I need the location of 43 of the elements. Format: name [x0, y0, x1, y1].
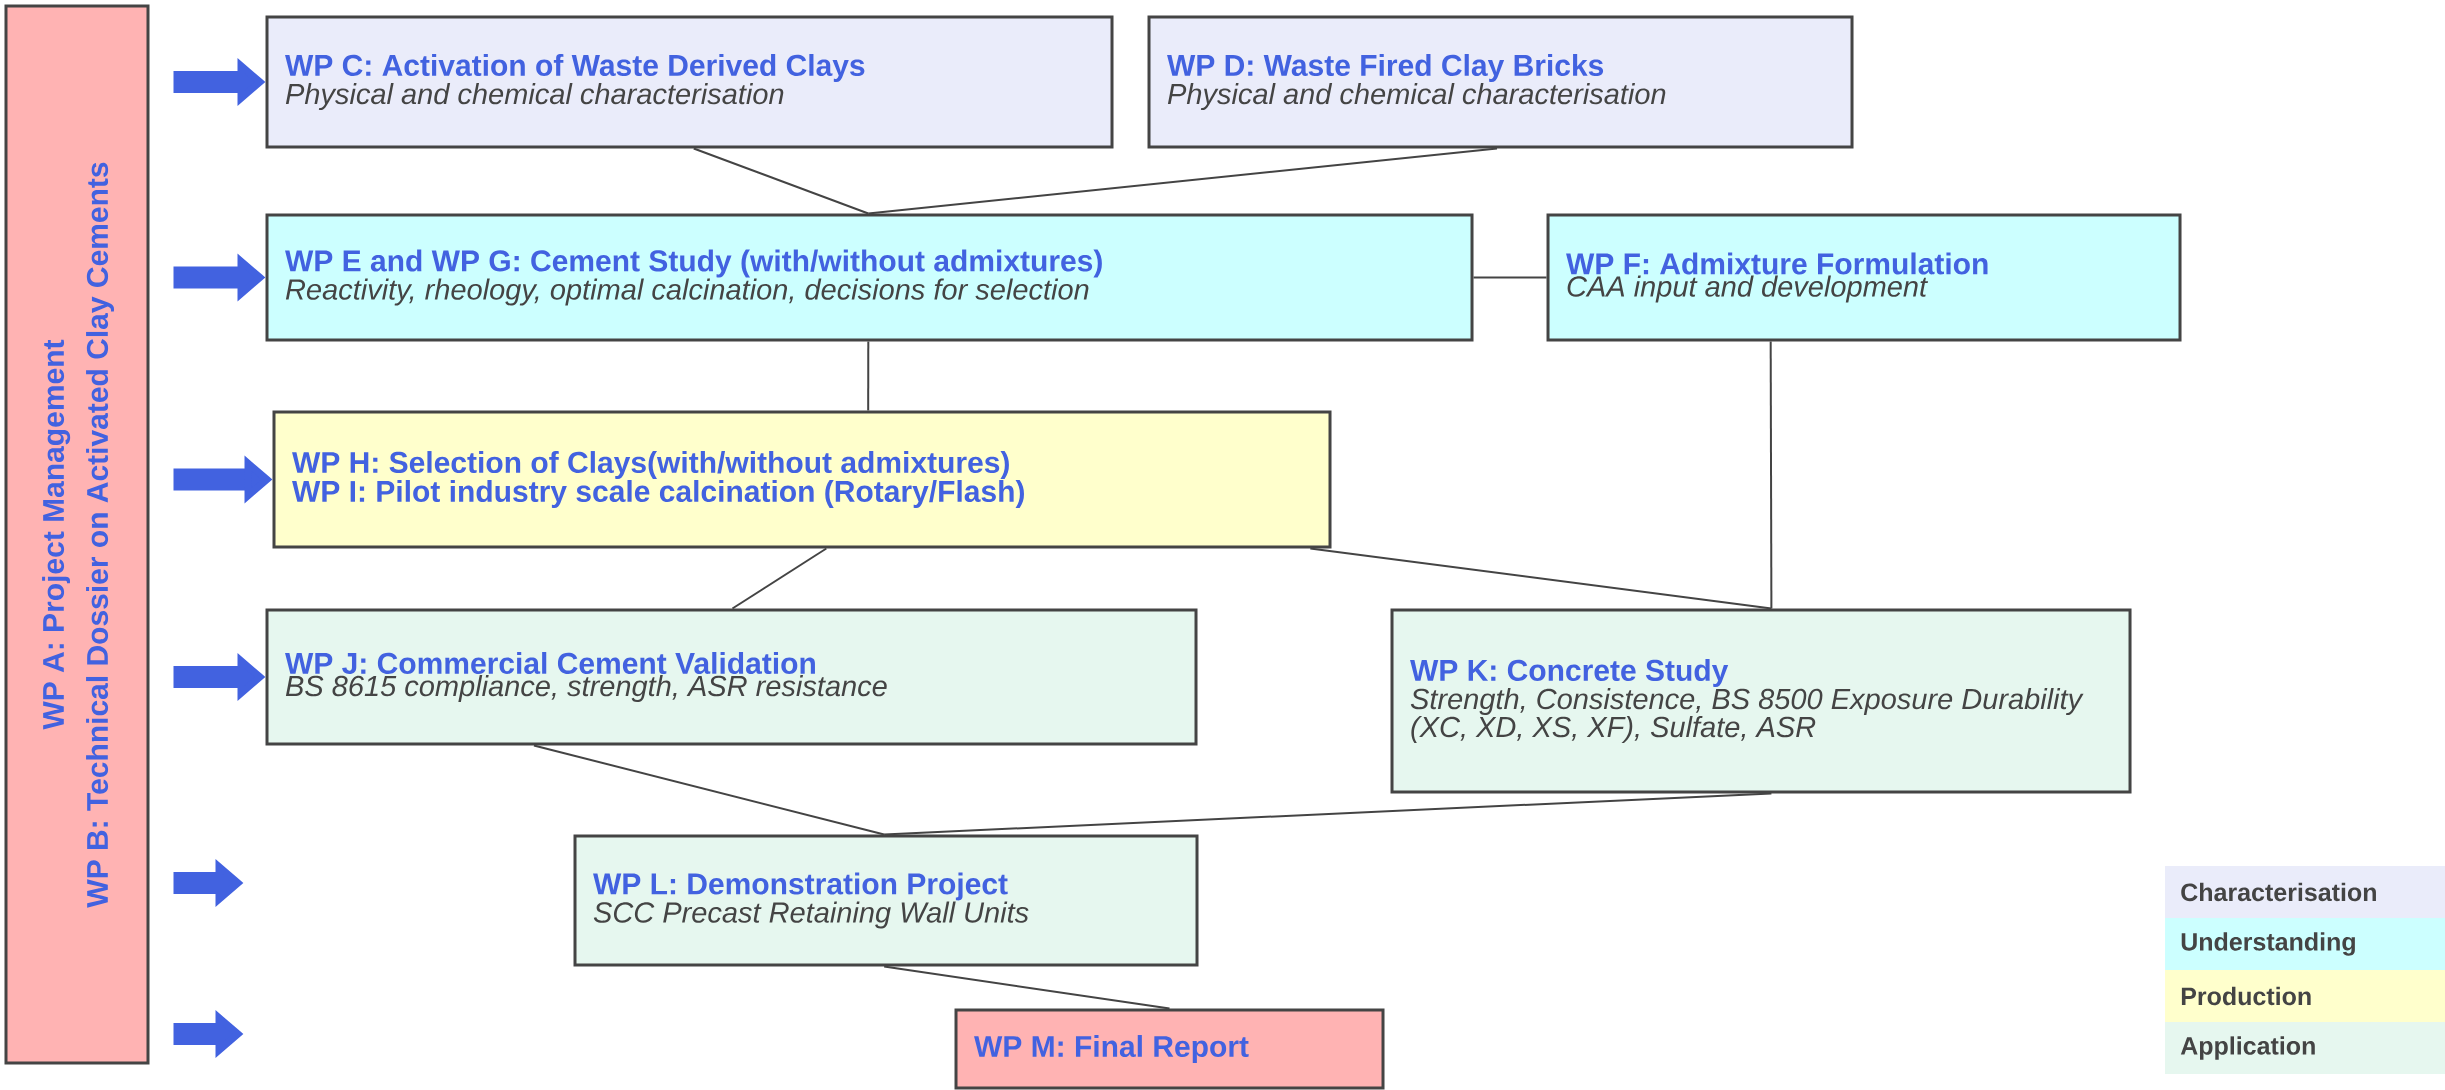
heading-text: WP D: Waste Fired Clay Bricks: [1167, 54, 1604, 82]
connector-line: [867, 340, 870, 412]
connector-line: [692, 147, 870, 215]
description-text: Strength, Consistence, BS 8500 Exposure Durability (XC, XD, XS, XF), Sulfate, ASR: [1410, 687, 2084, 743]
description-text: SCC Precast Retaining Wall Units: [593, 901, 1029, 929]
heading-text: WP E and WP G: Cement Study (with/without admixtures): [285, 249, 1102, 278]
legend-item: Understanding: [2165, 918, 2445, 970]
side-bar: [4, 4, 150, 1065]
connector-line: [1769, 340, 1773, 610]
description-text: Physical and chemical characterisation: [285, 82, 784, 110]
heading-text: WP L: Demonstration Project: [593, 872, 1008, 901]
work-package-box: [954, 1008, 1385, 1090]
work-package-box: [1546, 213, 2182, 342]
legend-item: Characterisation: [2165, 866, 2445, 918]
connector-line: [883, 965, 1171, 1010]
work-package-box: [1390, 608, 2132, 794]
legend-item: Production: [2165, 970, 2445, 1022]
connector-line: [1472, 276, 1548, 279]
work-package-box: [272, 410, 1332, 549]
heading-text: WP H: Selection of Clays(with/without admixtures): [292, 451, 1009, 479]
connector-line: [1309, 547, 1773, 610]
connector-line: [883, 792, 1773, 836]
heading-text: WP K: Concrete Study: [1410, 659, 1729, 687]
work-package-box: [1147, 15, 1854, 149]
heading-text: WP F: Admixture Formulation: [1566, 252, 1988, 275]
heading-text: WP C: Activation of Waste Derived Clays: [285, 54, 865, 82]
description-text: Physical and chemical characterisation: [1167, 82, 1666, 110]
vertical-title: WP B: Technical Dossier on Activated Clay Cements: [86, 162, 115, 908]
work-package-box: [265, 15, 1114, 149]
heading-text: WP I: Pilot industry scale calcination (Rotary/Flash): [292, 480, 1024, 508]
work-package-box: [265, 213, 1474, 342]
description-text: Reactivity, rheology, optimal calcination, decisions for selection: [285, 278, 1089, 306]
description-text: BS 8615 compliance, strength, ASR resistance: [285, 675, 887, 703]
vertical-title: WP A: Project Management: [42, 339, 71, 730]
work-package-box: [265, 608, 1198, 746]
heading-text: WP J: Commercial Cement Validation: [285, 652, 815, 674]
work-package-box: [573, 834, 1199, 967]
legend-item: Application: [2165, 1022, 2445, 1074]
connector-line: [867, 147, 1498, 215]
description-text: CAA input and development: [1567, 275, 1929, 303]
heading-text: WP M: Final Report: [974, 1035, 1249, 1063]
connector-line: [731, 547, 828, 610]
connector-line: [532, 744, 886, 836]
